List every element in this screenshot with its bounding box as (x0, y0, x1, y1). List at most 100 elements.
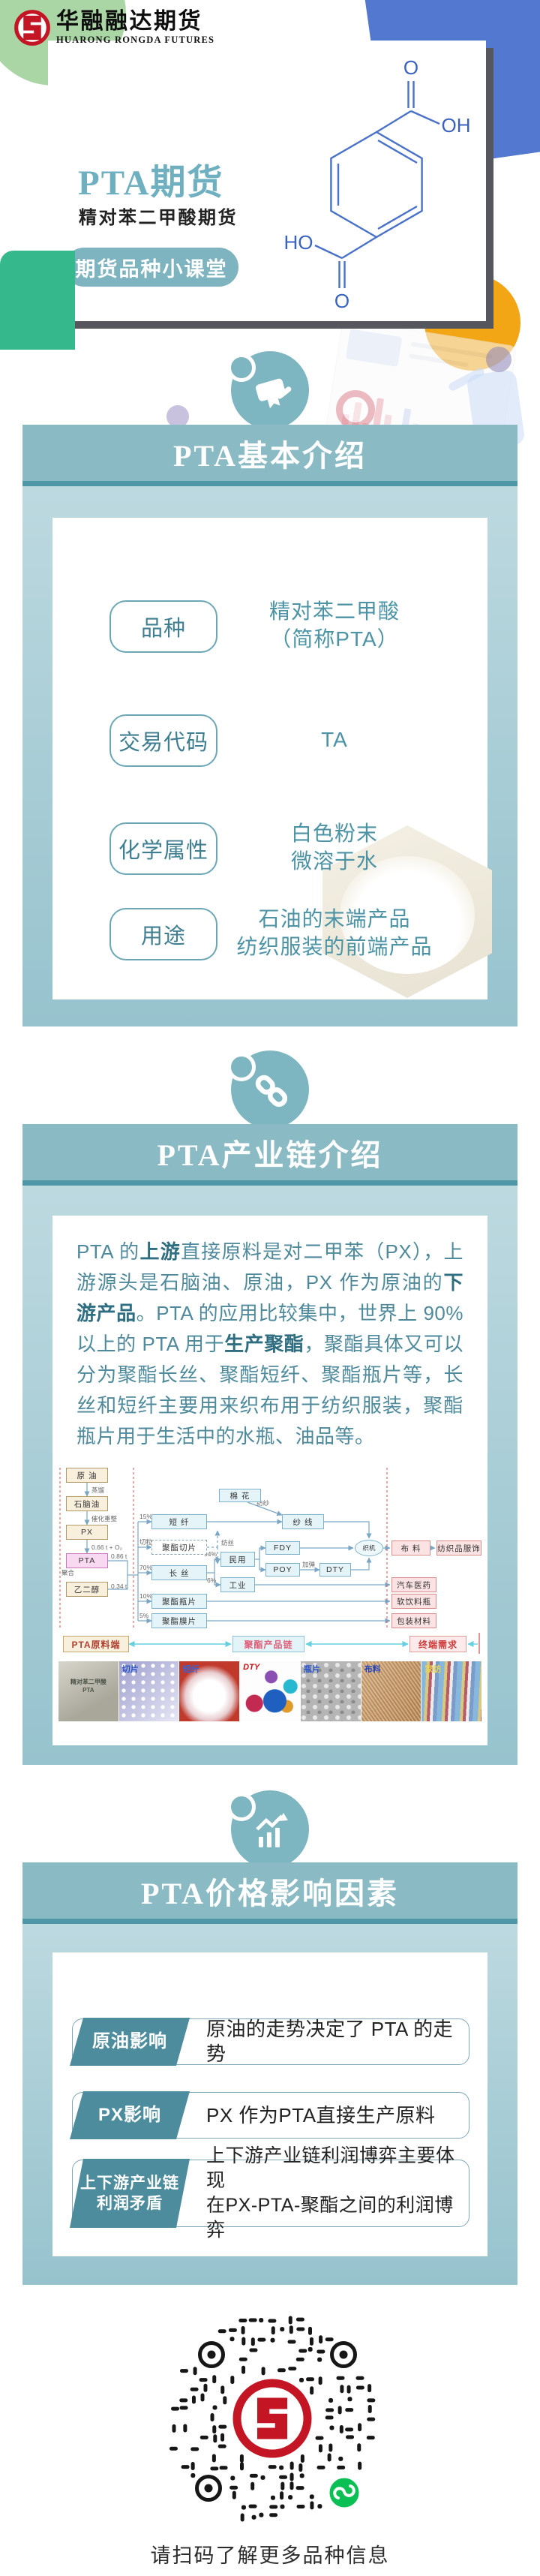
flow-node-pp: 聚酯瓶片 (152, 1594, 207, 1609)
value-usage: 石油的末端产品 纺织服装的前端产品 (236, 907, 433, 958)
flow-node-fzp: 纺织品服饰 (436, 1540, 482, 1556)
product-photo-4: 瓶片 (300, 1661, 361, 1721)
svg-text:6%: 6% (207, 1577, 217, 1584)
flow-node-dty: DTY (320, 1563, 351, 1577)
section-basic-title: PTA基本介绍 (172, 438, 368, 473)
trend-chart-icon (256, 1812, 288, 1847)
flow-node-bl: 布 料 (392, 1540, 430, 1556)
brand-name-cn: 华融融达期货 (56, 9, 202, 34)
brand-name-en: HUARONG RONGDA FUTURES (56, 35, 215, 45)
product-photo-6: 家纺 (422, 1661, 482, 1721)
section-basic-icon-circle (231, 351, 309, 429)
footer-caption: 请扫码了解更多品种信息 (150, 2544, 390, 2567)
label-chemistry: 化学属性 (110, 822, 218, 875)
svg-text:催化重整: 催化重整 (92, 1515, 118, 1522)
book-icon (255, 378, 292, 409)
svg-text:聚合: 聚合 (62, 1569, 75, 1577)
svg-text:纺纱: 纺纱 (256, 1499, 270, 1507)
value-chemistry: 白色粉末 微溶于水 (290, 822, 378, 873)
emerald-rect-decoration (0, 251, 75, 350)
factor-profit-game-text: 上下游产业链利润博弈主要体现 在PX-PTA-聚酯之间的利润博弈 (206, 2145, 455, 2241)
factor-px-tag: PX影响 (70, 2091, 190, 2139)
svg-text:94%: 94% (204, 1550, 217, 1558)
industry-chain-paragraph: PTA 的上游直接原料是对二甲苯（PX），上游源头是石脑油、原油，PX 作为原油… (76, 1240, 464, 1447)
flow-node-fdy: FDY (266, 1541, 300, 1555)
molecule-o-bottom: O (334, 290, 350, 312)
flow-node-mp: 聚酯膜片 (152, 1613, 207, 1628)
section-price-title: PTA价格影响因素 (140, 1876, 400, 1910)
brand-emblem-icon (14, 10, 50, 46)
wechat-miniprogram-icon (327, 2475, 362, 2510)
svg-text:5%: 5% (140, 1612, 149, 1619)
section-price-header: PTA价格影响因素 (22, 1862, 518, 1919)
flow-node-qp: 聚酯切片 (152, 1540, 207, 1555)
svg-text:切粒: 切粒 (140, 1538, 153, 1546)
factor-crude-oil: 原油影响 原油的走势决定了 PTA 的走势 (72, 2018, 470, 2065)
flow-node-sny: 石脑油 (66, 1496, 108, 1511)
svg-text:0.86 t: 0.86 t (111, 1553, 128, 1560)
section-chain-dot (227, 1053, 256, 1081)
flow-node-pta: PTA (66, 1553, 108, 1568)
section-price-dot (227, 1793, 256, 1821)
flow-node-mh: 棉 花 (219, 1489, 261, 1502)
flow-node-my: 民用 (220, 1552, 255, 1567)
section-chain-rule (22, 1180, 518, 1186)
svg-text:0.66 t + O₂: 0.66 t + O₂ (92, 1543, 122, 1551)
value-variety: 精对苯二甲酸 （简称PTA） (268, 600, 400, 651)
page-title: PTA期货 (78, 164, 224, 203)
section-chain-card (52, 1216, 488, 1745)
flow-node-qc: 汽车医药 (392, 1577, 436, 1592)
section-basic-header: PTA基本介绍 (22, 425, 518, 481)
zone-label-0: PTA原料端 (63, 1636, 129, 1652)
factor-px-text: PX 作为PTA直接生产原料 (206, 2103, 436, 2127)
factor-crude-oil-tag: 原油影响 (70, 2018, 190, 2066)
factor-profit-game: 上下游产业链 利润矛盾 上下游产业链利润博弈主要体现 在PX-PTA-聚酯之间的… (70, 2145, 470, 2241)
flow-node-eg: 乙二醇 (66, 1582, 108, 1597)
factor-crude-oil-text: 原油的走势决定了 PTA 的走势 (206, 2018, 454, 2065)
molecule-ho: HO (284, 231, 314, 254)
product-photo-5: 布料 (361, 1661, 422, 1721)
svg-text:纺丝: 纺丝 (221, 1539, 235, 1547)
chain-link-icon (255, 1075, 288, 1108)
svg-text:蒸馏: 蒸馏 (92, 1486, 104, 1494)
flow-node-poy: POY (266, 1563, 300, 1577)
flow-node-bz: 包装材料 (392, 1613, 436, 1628)
factor-px: PX影响 PX 作为PTA直接生产原料 (72, 2092, 470, 2139)
factor-profit-game-tag: 上下游产业链 利润矛盾 (70, 2159, 190, 2228)
flow-node-gy: 工业 (220, 1577, 255, 1592)
illustration-pie-ring (336, 390, 375, 429)
zone-label-2: 终端需求 (410, 1636, 466, 1652)
product-photo-1: 切片 (118, 1661, 179, 1721)
svg-text:15%: 15% (140, 1513, 152, 1520)
flow-node-yy: 原 油 (66, 1468, 108, 1483)
flow-node-zj: 织机 (355, 1540, 383, 1556)
svg-text:0.34 t: 0.34 t (111, 1583, 128, 1590)
terephthalic-acid-structure: O OH HO O (284, 56, 471, 312)
molecule-o-top: O (404, 56, 418, 79)
flow-node-cs: 长 丝 (152, 1565, 207, 1580)
page-subtitle: 精对苯二甲酸期货 (79, 208, 238, 228)
label-variety: 品种 (110, 600, 218, 653)
section-chain-title: PTA产业链介绍 (157, 1138, 383, 1172)
section-basic-dot (227, 353, 256, 382)
section-price-rule (22, 1919, 518, 1924)
flow-node-ryp: 软饮料瓶 (392, 1594, 436, 1609)
flow-node-sx: 纱 线 (282, 1514, 324, 1529)
value-ticker: TA (321, 727, 348, 751)
label-ticker: 交易代码 (110, 714, 218, 767)
flow-node-dx: 短 纤 (152, 1514, 207, 1529)
brand-logo: 华融融达期货 HUARONG RONGDA FUTURES (14, 9, 214, 47)
svg-text:10%: 10% (140, 1592, 152, 1600)
label-usage: 用途 (110, 908, 218, 960)
illustration-person-head (486, 347, 512, 372)
illustration-purple-blob (166, 405, 189, 428)
svg-text:加弹: 加弹 (302, 1561, 316, 1568)
qr-code (169, 2316, 376, 2522)
hero-card: PTA期货 精对苯二甲酸期货 期货品种小课堂 O OH HO (48, 41, 486, 321)
section-chain-header: PTA产业链介绍 (22, 1124, 518, 1180)
zone-label-1: 聚酯产品链 (232, 1636, 304, 1652)
